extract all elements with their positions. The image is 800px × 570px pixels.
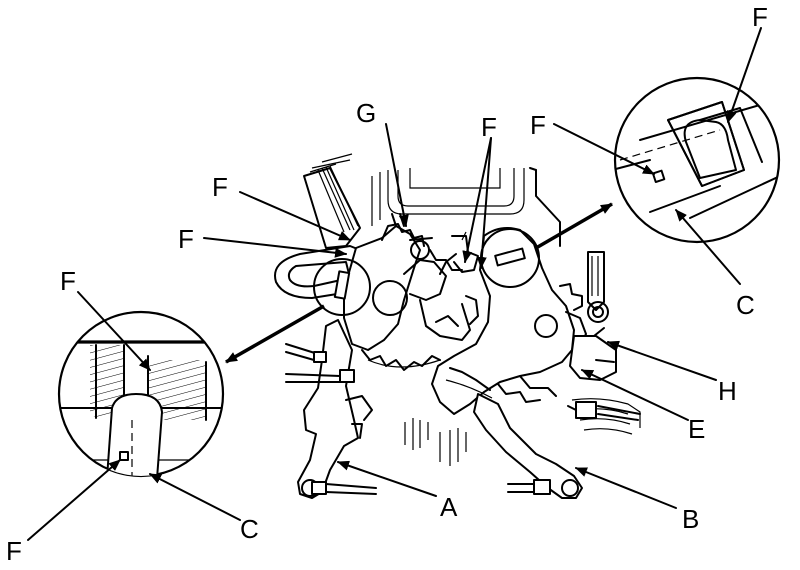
link-b [473,393,641,499]
right-bracket-block [569,251,617,381]
callout-f-detail-right: F [530,110,546,140]
callout-g: G [356,98,376,128]
callout-c-left: C [240,514,259,544]
pointer-arrows [225,202,613,364]
leader-lines [27,27,762,541]
callout-e: E [688,414,705,444]
callout-f-mid-left: F [178,224,194,254]
callout-f-detail-left-top: F [60,266,76,296]
callout-b: B [682,504,699,534]
detent-lever [343,213,479,371]
magnifier-ring-left [313,258,371,316]
spring-bracket [303,153,361,249]
link-a [285,319,377,499]
detail-inset-left [57,310,225,478]
callout-f-detail-left-bottom: F [6,536,22,566]
callout-a: A [440,492,458,522]
callout-f-top-center: F [481,112,497,142]
callout-c-right: C [736,290,755,320]
callout-h: H [718,376,737,406]
detail-inset-right [613,76,781,244]
housing-frame [371,167,641,466]
callout-labels: G F F F F F C F F C A B H E [6,2,768,566]
callout-f-top-right: F [752,2,768,32]
callout-f-upper-left: F [212,172,228,202]
